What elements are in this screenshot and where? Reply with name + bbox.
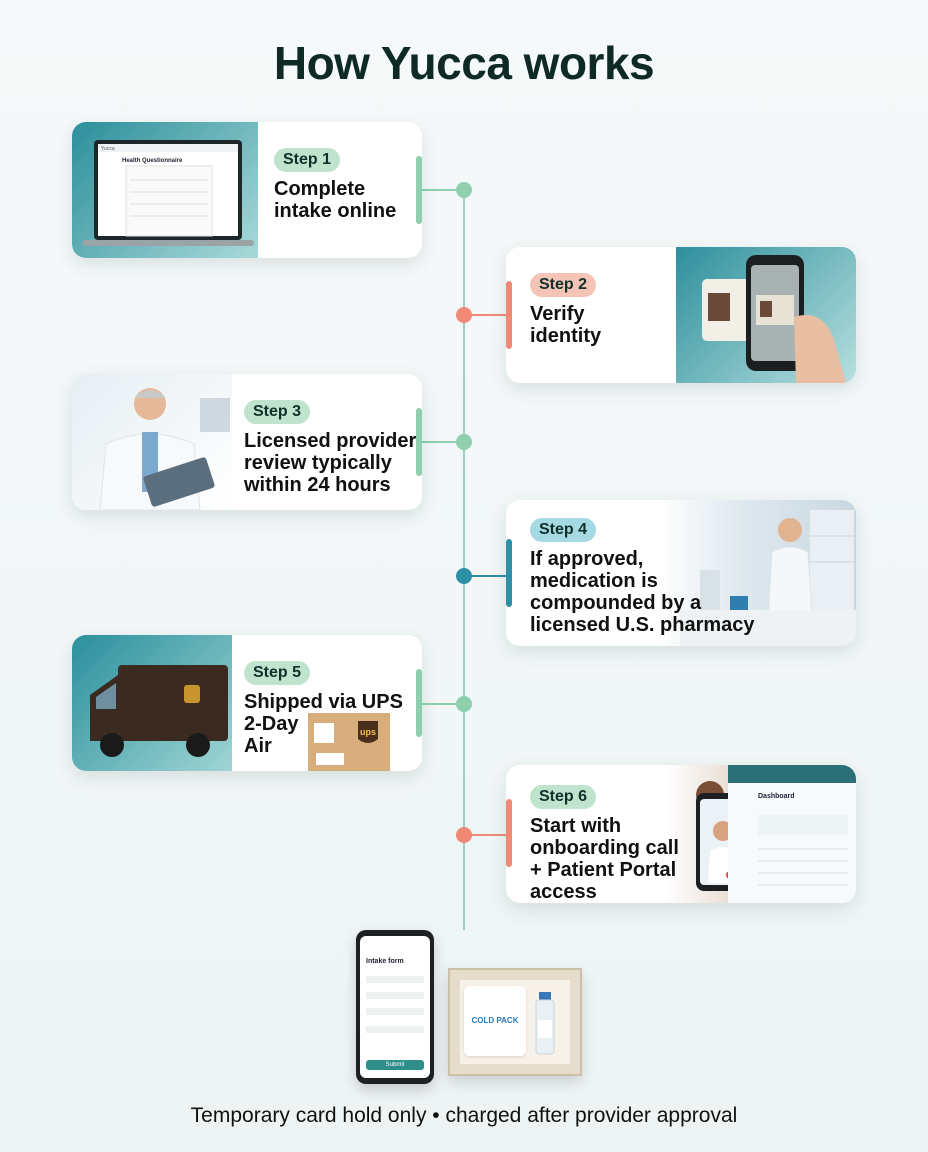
laptop-brand-text: Yucca bbox=[101, 146, 115, 152]
doctor-illustration bbox=[72, 374, 232, 510]
step-card-1: Yucca Health Questionnaire Step 1 Comple… bbox=[72, 122, 422, 258]
accent-bar-4 bbox=[506, 539, 512, 607]
id-verification-illustration bbox=[676, 247, 856, 383]
step-text-1: Complete intake online bbox=[274, 178, 397, 222]
footer-note: Temporary card hold only • charged after… bbox=[190, 1104, 738, 1127]
dashboard-heading-text: Dashboard bbox=[758, 793, 795, 800]
step-card-5: ups Step 5 Shipped via UPS 2-Day Air bbox=[72, 635, 422, 771]
medication-kit-box-illustration: COLD PACK bbox=[448, 968, 582, 1076]
phone-submit-button: Submit bbox=[366, 1060, 424, 1070]
timeline-line bbox=[463, 188, 465, 930]
laptop-illustration: Yucca Health Questionnaire bbox=[72, 122, 258, 258]
step-text-3: Licensed provider review typically withi… bbox=[244, 430, 417, 496]
intake-form-phone-illustration: Intake form Submit bbox=[356, 930, 434, 1084]
step-badge-3: Step 3 bbox=[244, 400, 311, 424]
connector-5 bbox=[420, 703, 464, 705]
connector-3 bbox=[420, 441, 464, 443]
connector-2 bbox=[464, 314, 508, 316]
step-text-4: If approved, medication is compounded by… bbox=[530, 548, 755, 636]
timeline-dot-1 bbox=[456, 182, 472, 198]
accent-bar-3 bbox=[416, 408, 422, 476]
step-badge-1: Step 1 bbox=[274, 148, 341, 172]
ups-logo-text: ups bbox=[360, 727, 377, 737]
dashboard-illustration: Dashboard bbox=[728, 765, 856, 903]
connector-1 bbox=[420, 189, 464, 191]
step-card-3: Step 3 Licensed provider review typicall… bbox=[72, 374, 422, 510]
timeline-dot-3 bbox=[456, 434, 472, 450]
timeline-dot-5 bbox=[456, 696, 472, 712]
phone-form-heading: Intake form bbox=[366, 958, 404, 965]
connector-4 bbox=[464, 575, 508, 577]
pharmacy-lab-illustration bbox=[660, 500, 856, 646]
ups-box-illustration: ups bbox=[308, 713, 390, 771]
timeline-dot-2 bbox=[456, 307, 472, 323]
step-text-6: Start with onboarding call + Patient Por… bbox=[530, 815, 679, 903]
connector-6 bbox=[464, 834, 508, 836]
step-text-2: Verify identity bbox=[530, 303, 602, 347]
step-card-2: Step 2 Verify identity bbox=[506, 247, 856, 383]
cold-pack-illustration: COLD PACK bbox=[464, 986, 526, 1056]
timeline-dot-6 bbox=[456, 827, 472, 843]
laptop-heading-text: Health Questionnaire bbox=[122, 158, 183, 164]
step-badge-4: Step 4 bbox=[530, 518, 597, 542]
step-text-5: Shipped via UPS 2-Day Air bbox=[244, 691, 403, 757]
step-badge-5: Step 5 bbox=[244, 661, 311, 685]
step-badge-2: Step 2 bbox=[530, 273, 597, 297]
step-card-4: Step 4 If approved, medication is compou… bbox=[506, 500, 856, 646]
accent-bar-6 bbox=[506, 799, 512, 867]
cold-pack-text: COLD PACK bbox=[471, 1016, 519, 1025]
ups-truck-illustration bbox=[72, 635, 232, 771]
accent-bar-1 bbox=[416, 156, 422, 224]
step-badge-6: Step 6 bbox=[530, 785, 597, 809]
vial-illustration bbox=[535, 992, 555, 1055]
timeline-dot-4 bbox=[456, 568, 472, 584]
accent-bar-2 bbox=[506, 281, 512, 349]
page-title: How Yucca works bbox=[273, 37, 655, 89]
accent-bar-5 bbox=[416, 669, 422, 737]
step-card-6: Dashboard Step 6 Start with onboarding c… bbox=[506, 765, 856, 903]
